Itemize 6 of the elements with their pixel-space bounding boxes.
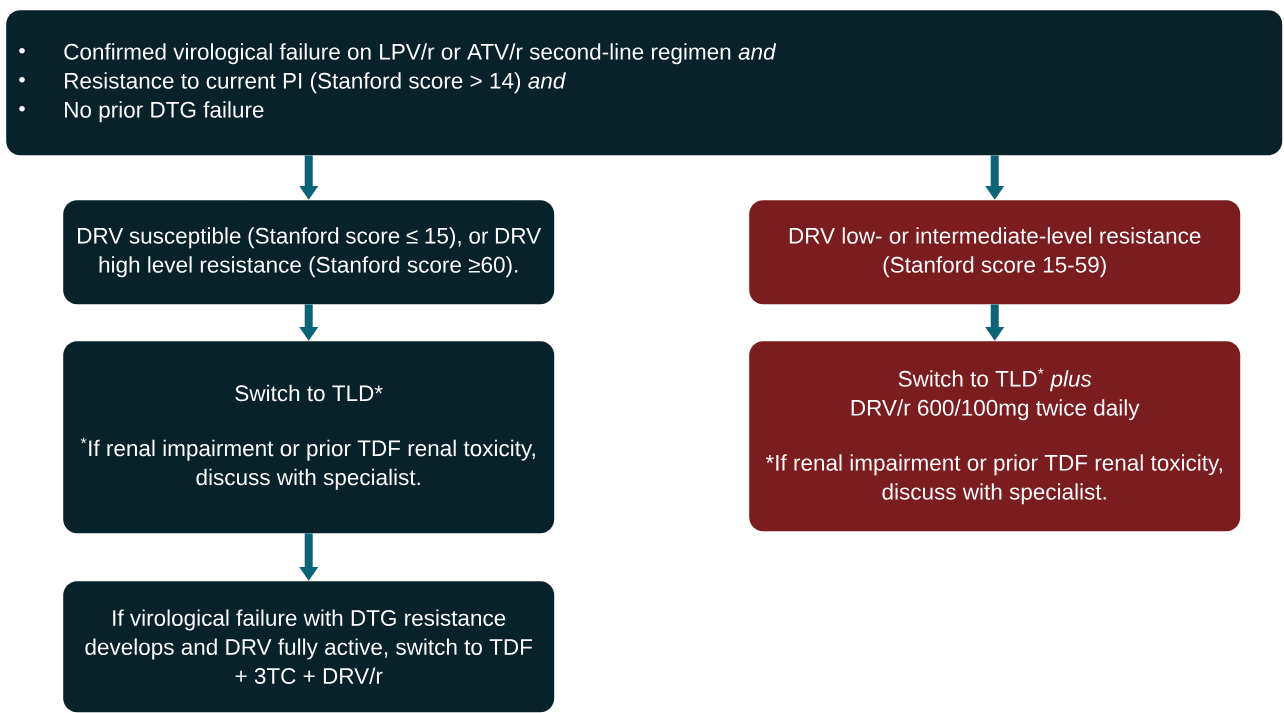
flow-box: Confirmed virological failure on LPV/r or ATV/r second-line regimen and Resistance to current PI (Stanford score > 14) and No prior DTG failure (6, 10, 1283, 156)
flow-box: DRV susceptible (Stanford score ≤ 15), or DRV high level resistance (Stanford score ≥60). (63, 200, 555, 305)
flow-box: Switch to TLD$^{*}$ plus DRV/r 600/100mg twice daily *If renal impairment or prior TDF renal toxicity, discuss with specialist. (749, 341, 1241, 532)
flow-box: DRV low- or intermediate-level resistance (Stanford score 15-59) (749, 200, 1241, 305)
flow-box: Switch to TLD* $^{*}$If renal impairment or prior TDF renal toxicity, discuss with specialist. (63, 341, 555, 534)
flow-box: If virological failure with DTG resistance develops and DRV fully active, switch to TDF + 3TC + DRV/r (63, 581, 555, 713)
